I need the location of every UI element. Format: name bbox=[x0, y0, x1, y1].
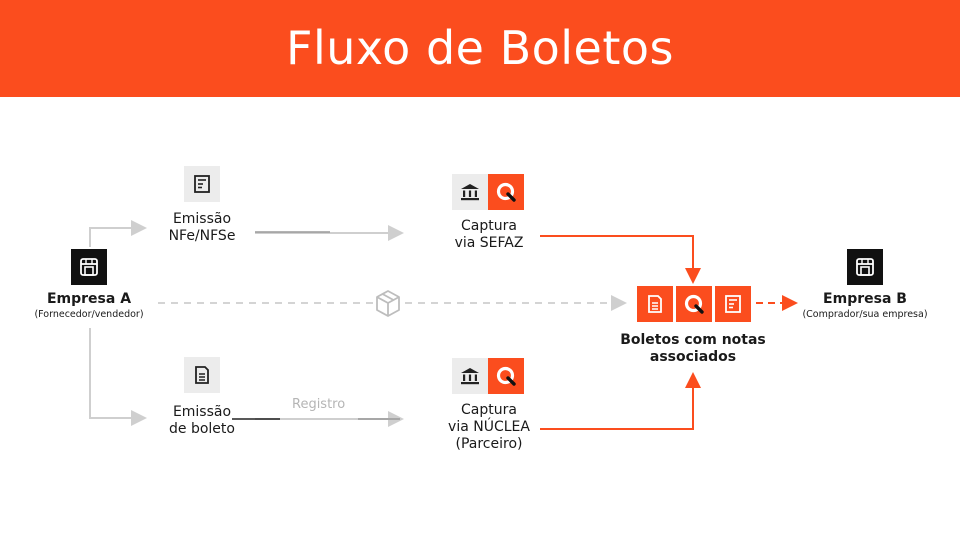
bank-icon bbox=[452, 358, 488, 394]
invoice-icon bbox=[184, 166, 220, 202]
edge-sefaz-to-boletos bbox=[540, 235, 701, 284]
document-icon bbox=[184, 357, 220, 393]
edge-a-to-nfe bbox=[89, 220, 147, 247]
empresa-b-role: (Comprador/sua empresa) bbox=[802, 309, 928, 320]
captura-sefaz-label: Captura via SEFAZ bbox=[454, 218, 524, 251]
emissao-boleto-label: Emissão de boleto bbox=[169, 404, 235, 437]
empresa-a-role: (Fornecedor/vendedor) bbox=[34, 309, 144, 320]
brand-q-icon bbox=[488, 174, 524, 210]
empresa-a-name: Empresa A bbox=[46, 291, 132, 307]
boletos-notas-label: Boletos com notas associados bbox=[620, 332, 766, 365]
emissao-nfe-label: Emissão NFe/NFSe bbox=[168, 211, 236, 244]
brand-q-icon bbox=[676, 286, 712, 322]
empresa-a-store-icon bbox=[71, 249, 107, 285]
package-icon bbox=[374, 289, 402, 317]
edge-a-to-boleto bbox=[89, 328, 147, 426]
empresa-b-name: Empresa B bbox=[823, 291, 907, 307]
brand-q-icon bbox=[488, 358, 524, 394]
empresa-b-store-icon bbox=[847, 249, 883, 285]
captura-nuclea-label: Captura via NÚCLEA (Parceiro) bbox=[448, 402, 530, 452]
bank-icon bbox=[452, 174, 488, 210]
document-icon bbox=[637, 286, 673, 322]
page-title: Fluxo de Boletos bbox=[285, 21, 675, 75]
invoice-icon bbox=[715, 286, 751, 322]
edge-label-registro: Registro bbox=[292, 397, 346, 412]
edge-nuclea-to-boletos bbox=[540, 372, 701, 430]
header-banner: Fluxo de Boletos bbox=[0, 0, 960, 97]
